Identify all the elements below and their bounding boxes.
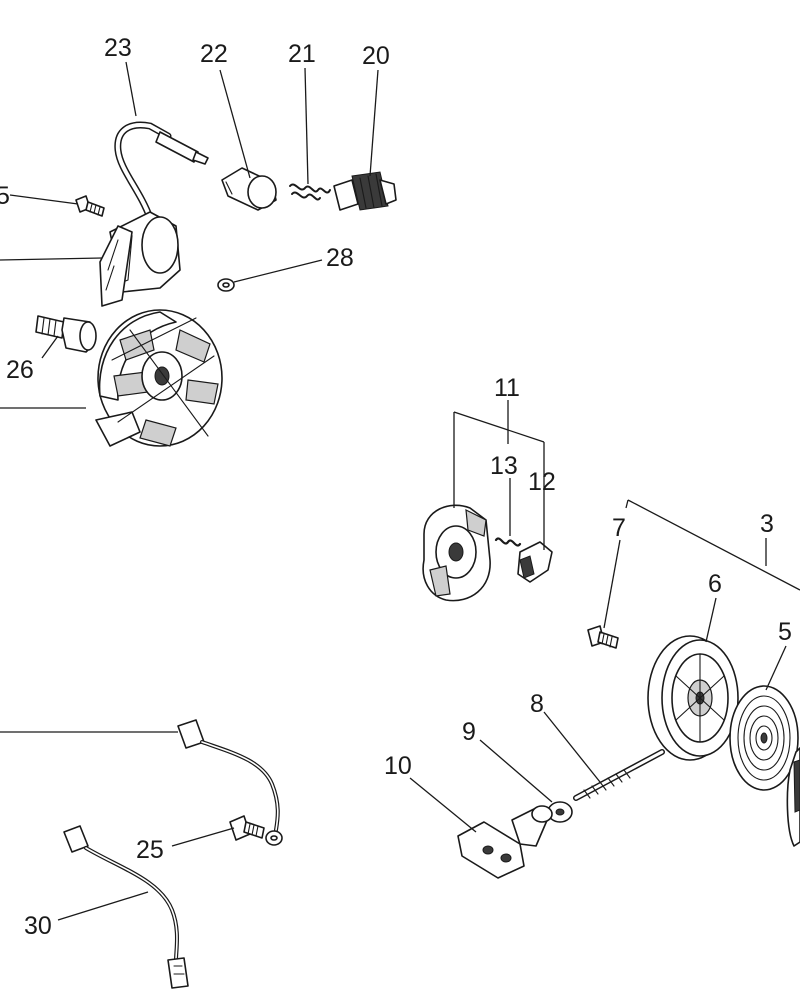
flywheel-part xyxy=(95,309,223,447)
ground-bolt-part xyxy=(229,815,265,841)
callout-10: 10 xyxy=(384,752,412,780)
leader-lines xyxy=(0,61,800,921)
callout-30: 30 xyxy=(24,912,52,940)
washer-part xyxy=(217,278,235,292)
callout-8: 8 xyxy=(530,690,544,718)
callout-26: 26 xyxy=(6,356,34,384)
callout-21: 21 xyxy=(288,40,316,68)
starter-rope-part xyxy=(573,749,665,801)
callout-labels: 23 22 21 20 5 28 26 11 13 12 7 3 6 5 8 9… xyxy=(0,34,792,940)
callout-13: 13 xyxy=(490,452,518,480)
callout-5: 5 xyxy=(778,618,792,646)
clutch-shoe-weight-part xyxy=(517,541,553,583)
callout-23: 23 xyxy=(104,34,132,62)
callout-25: 25 xyxy=(136,836,164,864)
stop-switch-lead-part xyxy=(63,825,189,989)
spark-plug-cap-part xyxy=(221,167,277,211)
ground-lead-part xyxy=(177,719,283,846)
flywheel-nut-part xyxy=(35,315,97,353)
spark-plug-part xyxy=(333,171,397,211)
starter-bolt-part xyxy=(587,625,619,649)
starter-handle-part xyxy=(457,805,553,879)
callout-7: 7 xyxy=(612,514,626,542)
callout-20: 20 xyxy=(362,42,390,70)
callout-3: 3 xyxy=(760,510,774,538)
recoil-spring-part xyxy=(729,685,799,791)
callout-12: 12 xyxy=(528,468,556,496)
callout-22: 22 xyxy=(200,40,228,68)
ignition-coil-part xyxy=(99,121,209,307)
callout-5-bolt: 5 xyxy=(0,182,10,210)
callout-9: 9 xyxy=(462,718,476,746)
callout-11: 11 xyxy=(494,374,520,402)
starter-pulley-part xyxy=(647,635,739,761)
starter-case-part xyxy=(786,747,800,847)
clutch-shoe-part xyxy=(422,504,491,602)
terminal-spring-part xyxy=(289,183,331,201)
callout-28: 28 xyxy=(326,244,354,272)
callout-6: 6 xyxy=(708,570,722,598)
clutch-spring-part xyxy=(494,537,522,547)
coil-bolt-part xyxy=(75,195,105,217)
rope-guide-part xyxy=(547,801,573,823)
